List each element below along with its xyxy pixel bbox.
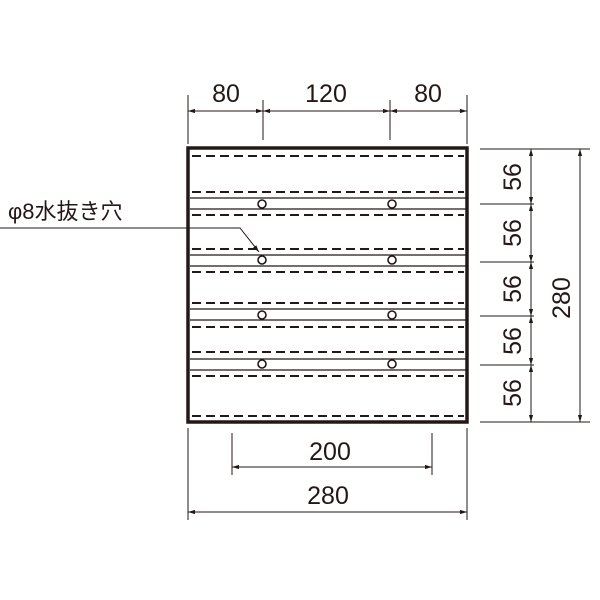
panel-outline: [186, 146, 469, 424]
dim-top-left: 80: [212, 80, 240, 108]
right-dimensions: 56 56 56 56 56 280: [480, 148, 590, 423]
drain-hole: [387, 310, 397, 320]
drain-hole: [257, 199, 267, 209]
drain-hole: [387, 199, 397, 209]
drain-hole: [387, 359, 397, 369]
drain-hole: [257, 359, 267, 369]
dim-right-1: 56: [499, 163, 527, 191]
hole-callout: φ8水抜き穴: [0, 199, 260, 253]
dim-top-right: 80: [414, 80, 442, 108]
drain-hole: [257, 310, 267, 320]
top-dimensions: 80 120 80: [187, 80, 468, 144]
drain-hole: [257, 255, 267, 265]
drain-holes: [257, 199, 397, 369]
dim-right-total: 280: [548, 277, 576, 319]
callout-label: φ8水抜き穴: [8, 199, 123, 224]
dim-bottom-total: 280: [307, 482, 349, 510]
dim-right-2: 56: [499, 219, 527, 247]
dim-top-middle: 120: [305, 80, 347, 108]
dim-right-3: 56: [499, 275, 527, 303]
dim-right-4: 56: [499, 327, 527, 355]
rail-lines: [190, 197, 466, 371]
dim-bottom-inner: 200: [309, 438, 351, 466]
hidden-lines: [192, 155, 464, 417]
drain-hole: [387, 255, 397, 265]
dim-right-5: 56: [499, 379, 527, 407]
bottom-dimensions: 200 280: [187, 428, 468, 520]
